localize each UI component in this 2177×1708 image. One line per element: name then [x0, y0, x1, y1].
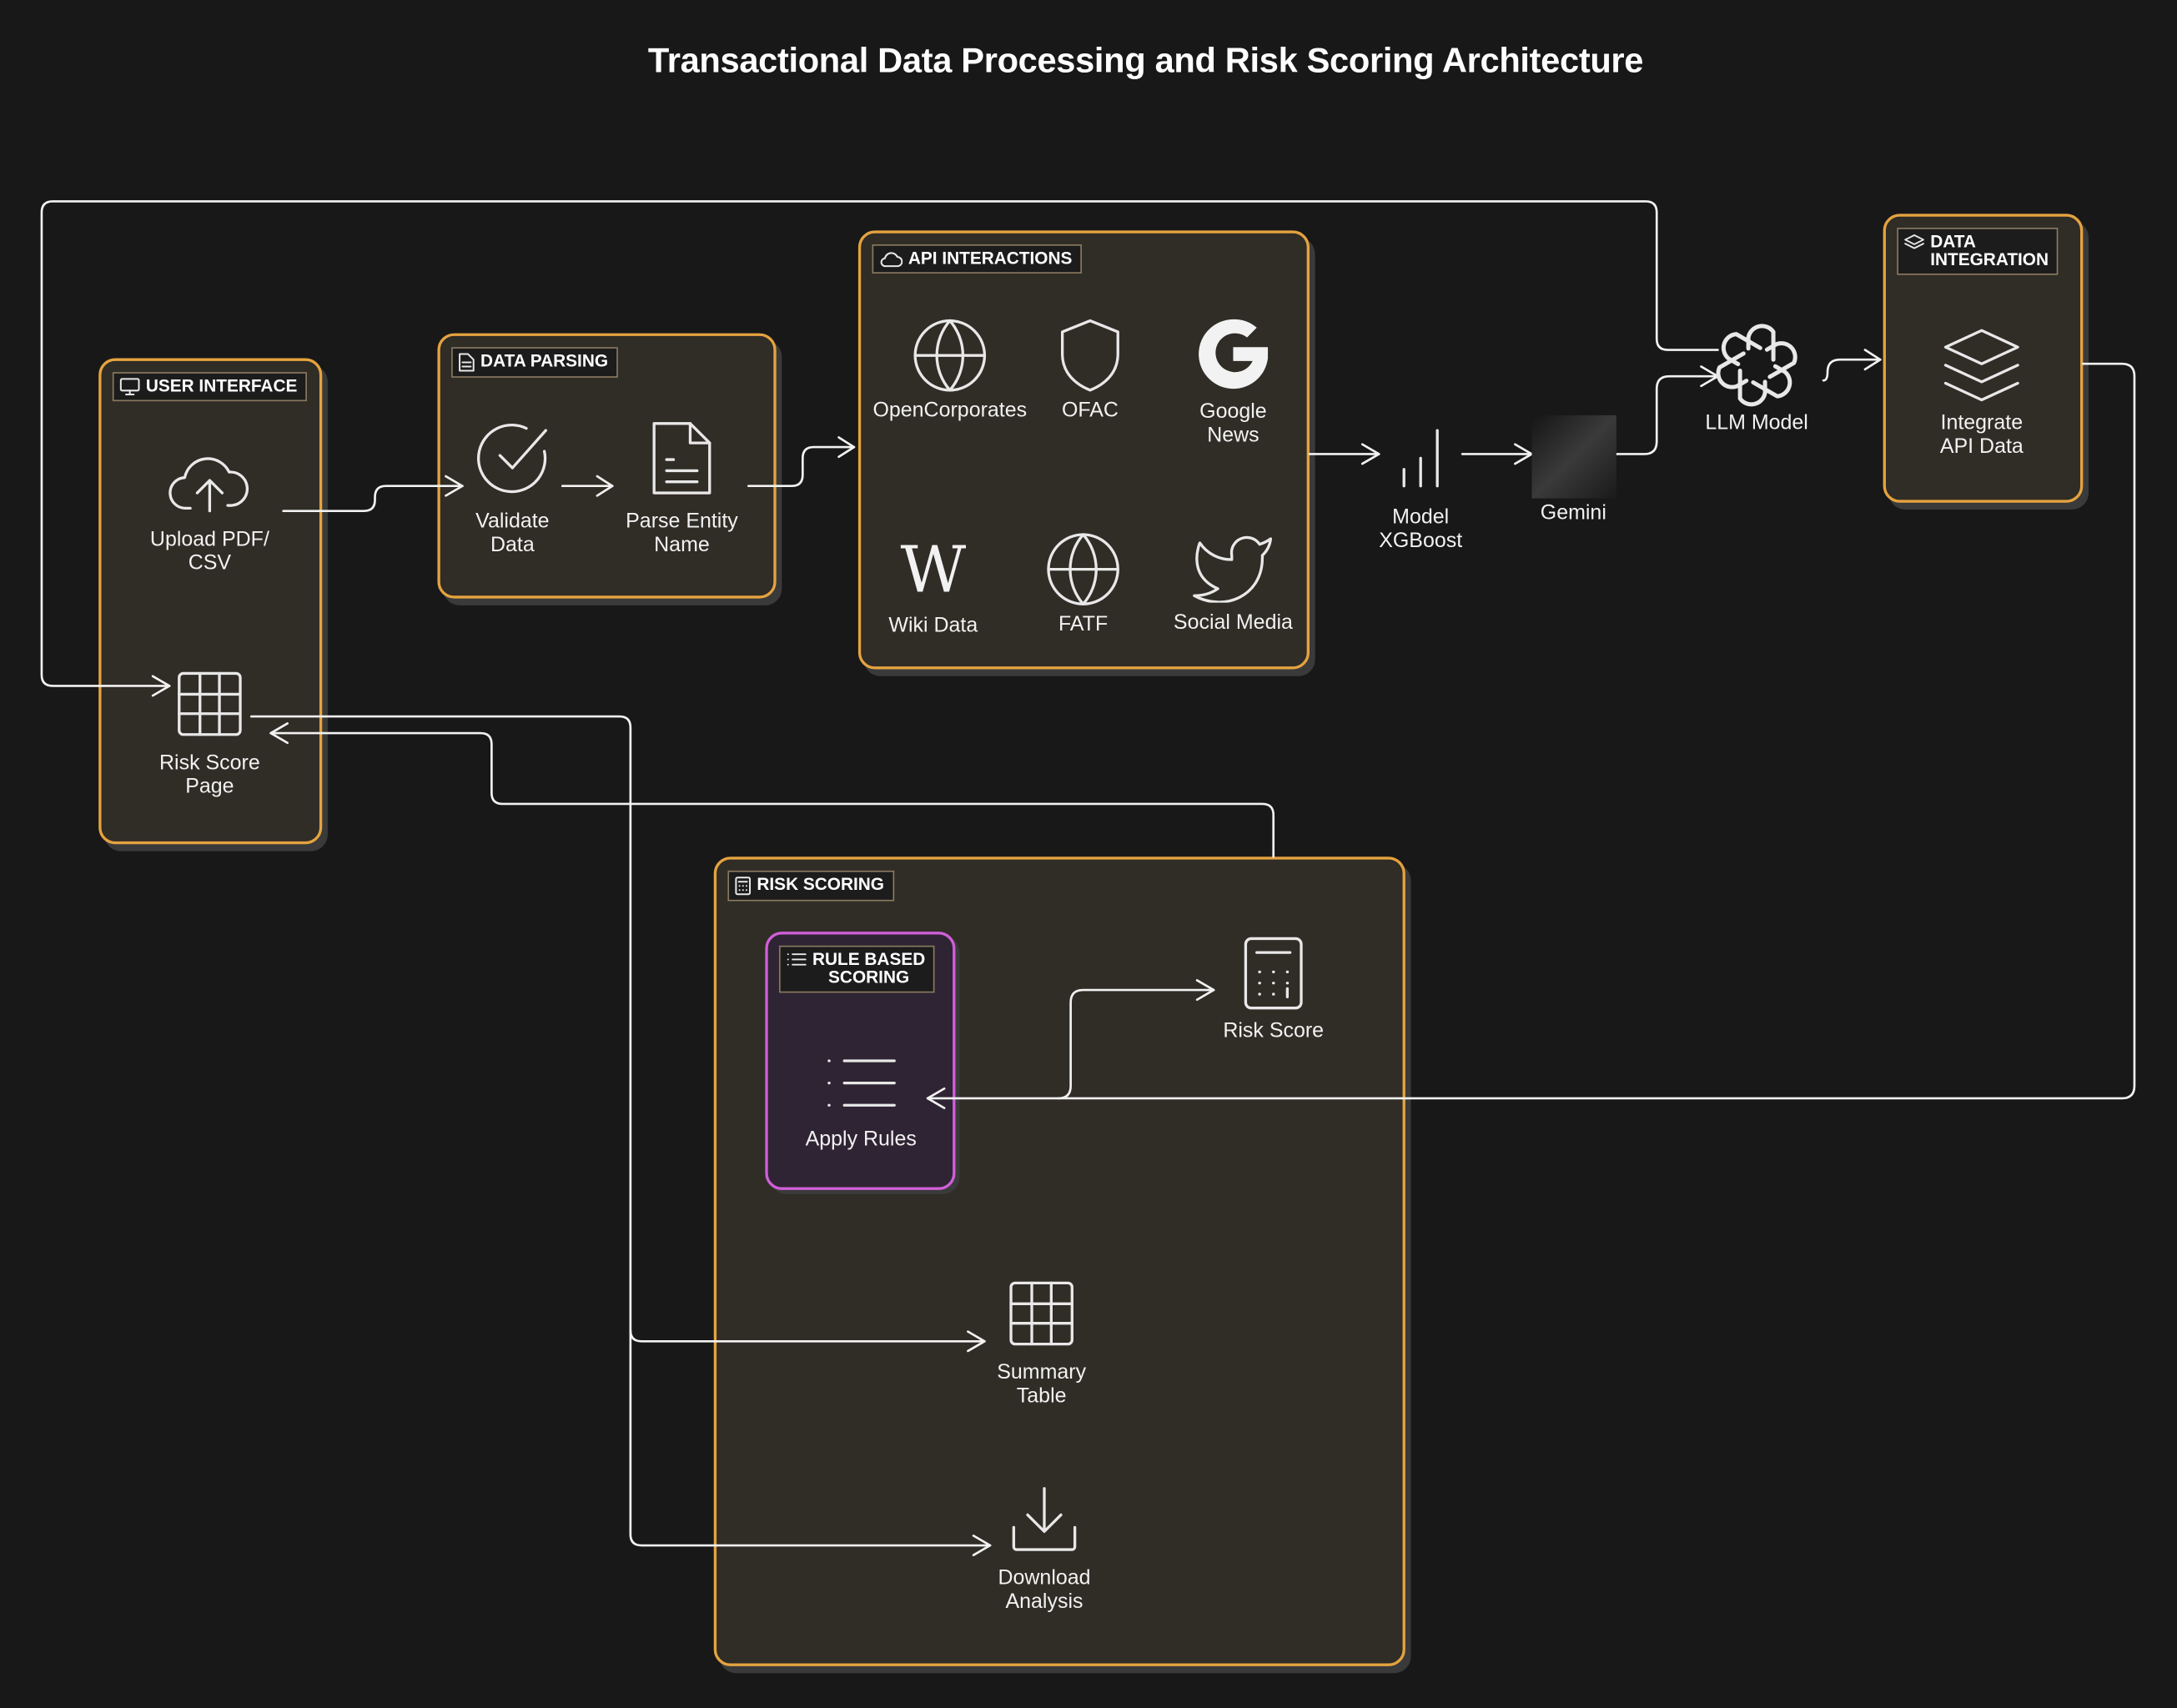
list-icon — [827, 1059, 896, 1107]
node-google-news: Google News — [1164, 311, 1302, 447]
download-icon — [1012, 1487, 1077, 1551]
node-risk-score: Risk Score — [1204, 936, 1342, 1042]
google-icon — [1199, 319, 1269, 389]
shield-icon — [1060, 319, 1119, 392]
label-google-news: Google News — [1199, 399, 1267, 448]
calculator-icon — [1244, 937, 1303, 1010]
connector-risk-score-to-page — [269, 731, 1275, 858]
twitter-icon — [1193, 535, 1273, 603]
diagram-title: Transactional Data Processing and Risk S… — [647, 41, 1644, 81]
label-opencorporates: OpenCorporates — [872, 398, 1028, 423]
openai-icon — [1713, 324, 1799, 408]
label-summary-table: Summary Table — [997, 1360, 1087, 1409]
globe-icon — [1047, 533, 1119, 605]
label-llm-model: LLM Model — [1705, 410, 1808, 435]
file-text-icon — [652, 422, 711, 495]
list-icon — [787, 953, 807, 966]
layers-icon — [1904, 234, 1924, 249]
node-apply-rules: Apply Rules — [785, 1055, 938, 1151]
bar-chart-icon — [1402, 429, 1439, 488]
group-label-api-interactions: API INTERACTIONS — [872, 244, 1083, 274]
file-text-icon — [459, 353, 475, 372]
label-apply-rules: Apply Rules — [805, 1127, 917, 1152]
group-label-data-integration: DATA INTEGRATION — [1897, 228, 2059, 275]
globe-icon — [913, 319, 987, 392]
node-fatf: FATF — [1028, 532, 1139, 636]
label-wiki-data: Wiki Data — [888, 613, 978, 638]
node-integrate-api: Integrate API Data — [1905, 328, 2058, 459]
group-label-rule-based-scoring: RULE BASED SCORING — [779, 945, 935, 993]
node-model-xgboost: Model XGBoost — [1365, 428, 1476, 553]
gemini-logo-icon — [1531, 414, 1616, 499]
node-gemini: Gemini — [1518, 414, 1629, 525]
cloud-upload-icon — [168, 457, 249, 513]
layers-icon — [1943, 329, 2019, 402]
label-download-analysis: Download Analysis — [998, 1566, 1091, 1614]
label-parse-entity: Parse Entity Name — [626, 510, 738, 557]
label-risk-score: Risk Score — [1223, 1019, 1325, 1043]
label-model-xgboost: Model XGBoost — [1379, 505, 1463, 553]
node-parse-entity: Parse Entity Name — [606, 420, 758, 557]
label-validate: Validate Data — [475, 510, 550, 557]
cloud-icon — [880, 252, 903, 268]
group-label-risk-scoring: RISK SCORING — [727, 870, 894, 902]
connector-llm-to-integrate — [1822, 358, 1882, 382]
table-icon — [1009, 1281, 1073, 1346]
node-wiki-data: W Wiki Data — [864, 539, 1003, 637]
node-summary-table: Summary Table — [972, 1280, 1110, 1408]
label-fatf: FATF — [1058, 612, 1109, 636]
arrowhead-integrate — [1863, 349, 1882, 371]
node-opencorporates: OpenCorporates — [867, 318, 1033, 422]
node-download-analysis: Download Analysis — [975, 1485, 1114, 1614]
label-social-media: Social Media — [1173, 610, 1293, 635]
group-label-user-interface: USER INTERFACE — [112, 372, 308, 402]
check-circle-icon — [477, 424, 547, 494]
label-risk-score-page: Risk Score Page — [159, 751, 260, 799]
node-upload: Upload PDF/ CSV — [127, 447, 294, 575]
node-validate: Validate Data — [443, 420, 581, 557]
arrowhead-api — [837, 436, 856, 459]
group-label-data-parsing: DATA PARSING — [451, 347, 618, 378]
svg-text:W: W — [900, 539, 966, 600]
calculator-icon — [735, 877, 752, 896]
wikipedia-icon: W — [900, 539, 966, 600]
table-icon — [178, 671, 242, 736]
label-ofac: OFAC — [1061, 398, 1119, 423]
label-gemini: Gemini — [1540, 501, 1606, 525]
node-social-media: Social Media — [1164, 533, 1302, 635]
label-upload: Upload PDF/ CSV — [149, 527, 269, 575]
node-llm-model: LLM Model — [1694, 322, 1819, 435]
node-ofac: OFAC — [1034, 318, 1145, 422]
node-risk-score-page: Risk Score Page — [127, 671, 294, 798]
monitor-icon — [119, 378, 140, 395]
label-integrate-api: Integrate API Data — [1939, 410, 2024, 459]
